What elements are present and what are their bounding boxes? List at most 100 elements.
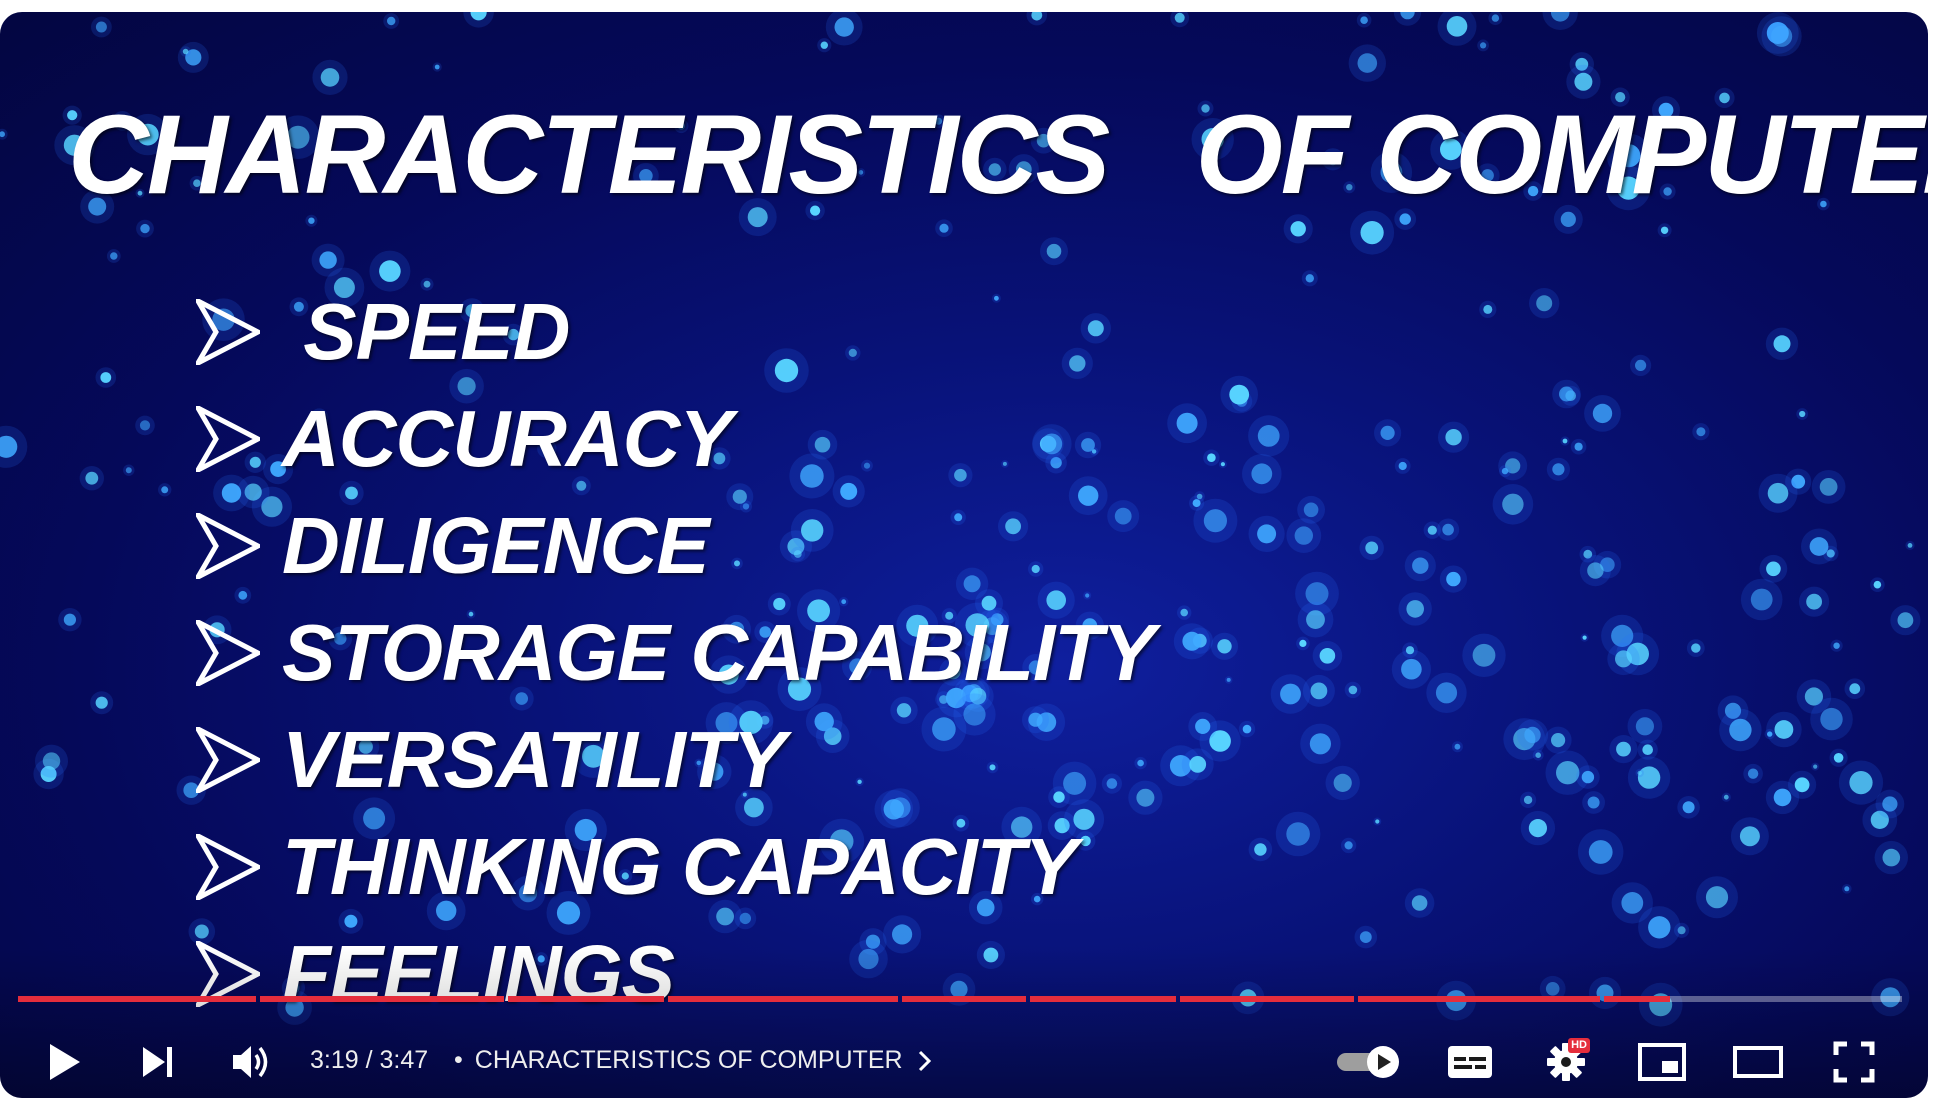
star-dot: [1813, 764, 1818, 769]
star-dot: [1046, 243, 1062, 259]
theater-mode-button[interactable]: [1732, 1036, 1784, 1088]
star-dot: [333, 277, 355, 298]
autoplay-toggle[interactable]: [1334, 1036, 1404, 1088]
star-dot: [1036, 133, 1051, 148]
star-dot: [40, 766, 57, 782]
star-dot: [1826, 549, 1835, 558]
star-dot: [1677, 926, 1686, 935]
star-dot: [1180, 608, 1188, 617]
star-dot: [1445, 429, 1462, 446]
settings-button[interactable]: HD: [1540, 1036, 1592, 1088]
star-dot: [136, 123, 159, 146]
star-dot: [1621, 892, 1644, 914]
progress-chapter-segment[interactable]: [1604, 996, 1902, 1002]
star-dot: [1207, 453, 1216, 463]
star-dot: [1626, 642, 1649, 666]
star-dot: [1031, 12, 1043, 21]
star-dot: [1309, 733, 1331, 755]
star-dot: [1771, 25, 1793, 47]
star-dot: [1294, 526, 1314, 545]
star-dot: [1648, 916, 1671, 939]
star-dot: [1226, 677, 1231, 682]
star-dot: [1849, 683, 1861, 695]
chapter-dot: •: [454, 1046, 463, 1074]
star-dot: [976, 898, 995, 917]
fullscreen-button[interactable]: [1828, 1036, 1880, 1088]
star-dot: [1401, 658, 1422, 680]
progress-chapter-segment[interactable]: [1358, 996, 1600, 1002]
star-dot: [1766, 561, 1781, 577]
star-dot: [1791, 474, 1806, 489]
progress-chapter-segment[interactable]: [18, 996, 256, 1002]
star-dot: [1767, 731, 1773, 737]
star-dot: [286, 125, 310, 149]
star-dot: [1375, 819, 1380, 824]
star-dot: [1583, 549, 1593, 559]
star-dot: [1217, 639, 1232, 654]
arrow-bullet-icon: [196, 940, 260, 1007]
star-dot: [1290, 221, 1306, 237]
star-dot: [194, 924, 209, 939]
star-dot: [1201, 128, 1224, 151]
star-dot: [1819, 478, 1838, 496]
star-dot: [950, 980, 968, 998]
star-dot: [829, 829, 854, 853]
chevron-right-icon: [918, 1050, 931, 1071]
star-dot: [182, 48, 189, 55]
slide-bullet: DILIGENCE: [196, 492, 1154, 599]
star-dot: [1882, 796, 1898, 812]
star-dot: [1820, 200, 1827, 208]
star-dot: [576, 480, 587, 491]
controls-gradient: [0, 948, 1928, 1098]
star-dot: [1028, 660, 1043, 675]
star-dot: [185, 49, 202, 66]
progress-chapter-segment[interactable]: [260, 996, 504, 1002]
star-dot: [1201, 104, 1210, 113]
progress-played: [668, 996, 898, 1002]
play-button[interactable]: [38, 1036, 90, 1088]
next-button[interactable]: [132, 1036, 184, 1088]
star-dot: [1691, 643, 1701, 653]
star-dot: [1229, 384, 1250, 405]
slide-bullet: VERSATILITY: [196, 706, 1154, 813]
star-dot: [1033, 895, 1041, 903]
star-dot: [621, 872, 629, 880]
star-dot: [1360, 221, 1384, 245]
bullet-text: SPEED: [282, 286, 570, 376]
star-dot: [1015, 161, 1032, 178]
star-dot: [285, 998, 304, 1017]
star-dot: [1182, 631, 1202, 651]
star-dot: [1551, 733, 1566, 748]
video-player[interactable]: CHARACTERISTICS OF COMPUTER SPEED ACCURA…: [0, 12, 1928, 1098]
star-dot: [249, 456, 261, 468]
progress-chapter-segment[interactable]: [668, 996, 898, 1002]
star-dot: [363, 807, 386, 830]
bullet-text: DILIGENCE: [282, 500, 710, 590]
progress-chapter-segment[interactable]: [508, 996, 664, 1002]
star-dot: [63, 613, 76, 626]
progress-chapter-segment[interactable]: [1030, 996, 1176, 1002]
star-dot: [1642, 744, 1653, 755]
star-dot: [1399, 213, 1411, 225]
star-dot: [1398, 461, 1407, 471]
star-dot: [518, 883, 538, 903]
star-dot: [1203, 509, 1227, 533]
star-dot: [1305, 582, 1329, 606]
star-dot: [161, 486, 169, 494]
progress-chapter-segment[interactable]: [902, 996, 1026, 1002]
slide-bullet: SPEED: [196, 278, 1154, 385]
subtitles-button[interactable]: [1444, 1036, 1496, 1088]
slide-bullet: THINKING CAPACITY: [196, 813, 1154, 920]
miniplayer-button[interactable]: [1636, 1036, 1688, 1088]
star-dot: [759, 626, 771, 638]
star-dot: [95, 21, 107, 33]
volume-button[interactable]: [226, 1036, 278, 1088]
star-dot: [67, 110, 78, 121]
star-dot: [1556, 761, 1580, 785]
progress-bar[interactable]: [18, 996, 1902, 1002]
progress-played: [902, 996, 1026, 1002]
volume-icon: [233, 1046, 268, 1078]
progress-chapter-segment[interactable]: [1180, 996, 1354, 1002]
chapter-button[interactable]: • CHARACTERISTICS OF COMPUTER: [448, 1046, 935, 1075]
star-dot: [140, 223, 150, 234]
